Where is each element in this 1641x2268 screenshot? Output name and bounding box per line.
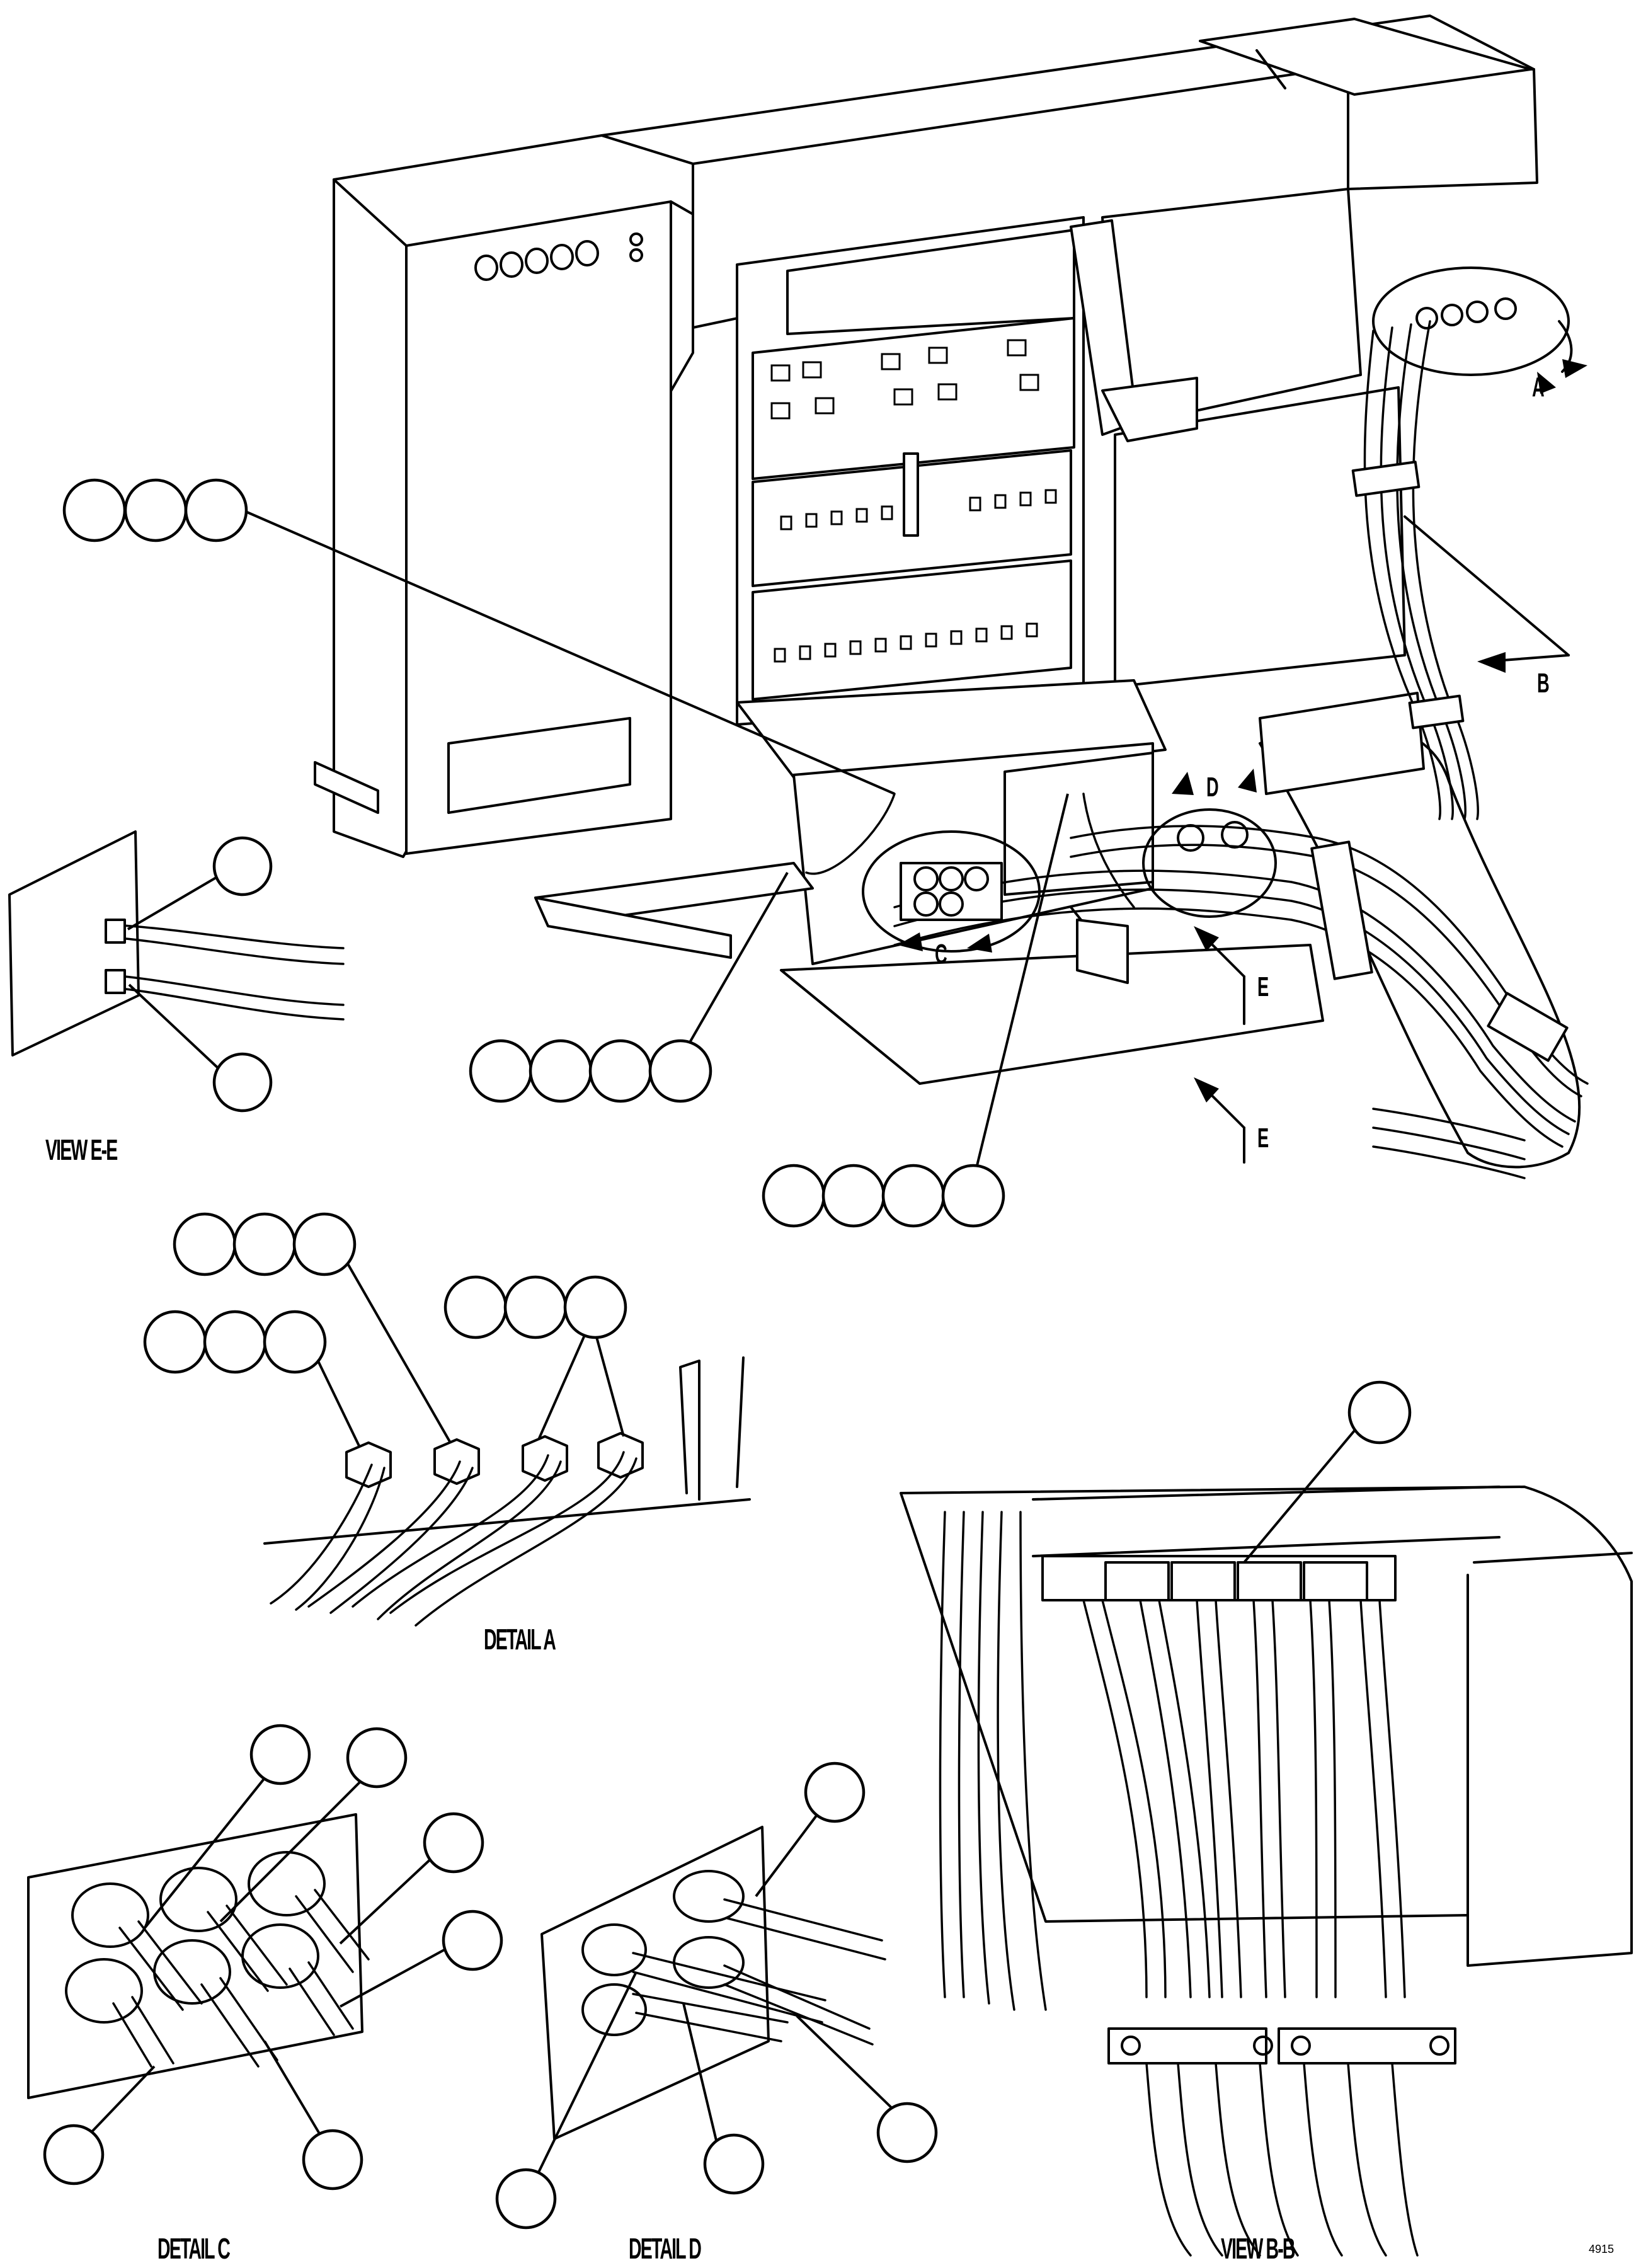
reference-letter-c: C — [935, 939, 947, 970]
glands-detail-c — [65, 1851, 326, 2024]
electrical-cabinet-assembly — [314, 14, 1589, 1179]
detail-a-illustration — [143, 1212, 751, 1627]
reference-letter-b: B — [1537, 668, 1550, 699]
view-e-e-illustration — [8, 830, 345, 1113]
detail-a-caption: DETAIL A — [484, 1623, 556, 1656]
breaker-rows — [770, 339, 1057, 663]
reference-letter-e-upper: E — [1257, 971, 1269, 1002]
callout-balloons-main — [62, 478, 1069, 1228]
cable-bundle-main — [893, 825, 1589, 1179]
view-b-b-caption: VIEW B-B — [1221, 2232, 1295, 2265]
detail-a-glands-preview — [1415, 297, 1517, 329]
reference-letter-e-lower: E — [1257, 1123, 1269, 1154]
reference-letter-a: A — [1532, 372, 1545, 403]
view-e-e-caption: VIEW E-E — [45, 1133, 118, 1166]
detail-d-caption: DETAIL D — [629, 2232, 702, 2265]
detail-c-glands-preview — [900, 862, 1003, 921]
figure-code: 4915 — [1589, 2243, 1615, 2255]
reference-letter-d: D — [1206, 772, 1219, 803]
detail-d-glands-preview — [1177, 821, 1249, 852]
cables-view-b-b — [939, 1511, 1406, 2011]
cable-bundle-right — [1351, 320, 1479, 820]
detail-c-illustration — [27, 1724, 503, 2191]
view-b-b-illustration — [900, 1380, 1633, 2257]
meter-cutouts — [474, 232, 643, 281]
reference-arrows — [898, 320, 1587, 1164]
glands-detail-d — [581, 1870, 745, 2036]
clamp-blocks — [1104, 1561, 1368, 1601]
cable-glands-detail-a — [345, 1432, 644, 1488]
detail-d-illustration — [495, 1761, 938, 2230]
detail-c-caption: DETAIL C — [157, 2232, 231, 2265]
